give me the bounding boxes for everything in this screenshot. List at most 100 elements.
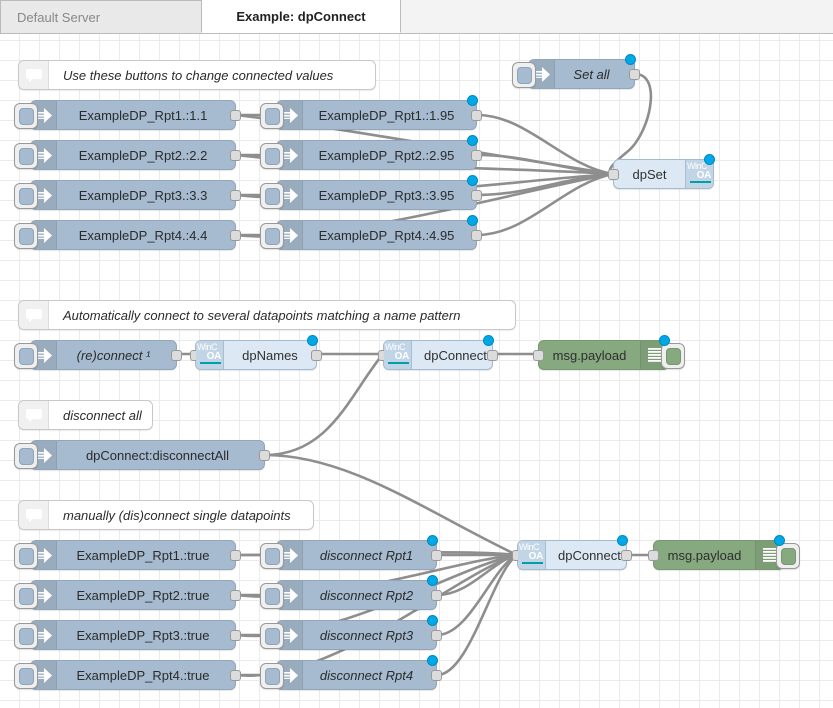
output-port[interactable] [431,590,442,601]
inject-trigger-button[interactable] [260,663,284,689]
output-port[interactable] [431,630,442,641]
inject-trigger-button[interactable] [14,343,38,369]
node-label: dpConnect [424,347,487,363]
inject-node-rpt2-value[interactable]: ExampleDP_Rpt2.:2.2 [14,140,241,170]
debug-node-top[interactable]: msg.payload [533,335,685,370]
wincc-oa-node-dpconnect-top[interactable]: WinC OA dpConnect [378,335,498,370]
output-port[interactable] [431,670,442,681]
output-port[interactable] [487,350,498,361]
output-port[interactable] [171,350,182,361]
status-dot [427,575,438,586]
input-port[interactable] [648,550,659,561]
inject-node-rpt3-true[interactable]: ExampleDP_Rpt3.:true [14,620,241,650]
comment-node-use-buttons[interactable]: Use these buttons to change connected va… [18,60,376,90]
input-port[interactable] [533,350,544,361]
output-port[interactable] [471,110,482,121]
inject-trigger-button[interactable] [14,543,38,569]
debug-toggle-button[interactable] [661,343,685,369]
output-port[interactable] [230,150,241,161]
inject-trigger-button[interactable] [260,623,284,649]
output-port[interactable] [230,670,241,681]
node-label: disconnect Rpt4 [319,667,414,683]
inject-button-pad [18,187,34,205]
inject-node-rpt4-value[interactable]: ExampleDP_Rpt4.:4.4 [14,220,241,250]
debug-node-bottom[interactable]: msg.payload [648,535,800,570]
inject-trigger-button[interactable] [260,543,284,569]
inject-button-pad [264,587,280,605]
inject-node-rpt2-value-95[interactable]: ExampleDP_Rpt2.:2.95 [260,135,482,170]
wincc-oa-node-dpconnect-bottom[interactable]: WinC OA dpConnect [512,535,632,570]
inject-node-disconnect-rpt1[interactable]: disconnect Rpt1 [260,535,442,570]
wincc-oa-icon: WinC OA [384,341,412,369]
inject-node-disconnect-rpt3[interactable]: disconnect Rpt3 [260,615,442,650]
wincc-oa-icon-top: WinC [385,342,406,352]
inject-trigger-button[interactable] [14,583,38,609]
node-label: ExampleDP_Rpt4.:true [76,667,210,683]
inject-trigger-button[interactable] [260,143,284,169]
tab-default-server[interactable]: Default Server [0,0,202,33]
wire-j2-dpset [475,153,615,176]
wincc-oa-icon-bottom: OA [696,170,712,181]
inject-button-pad [264,627,280,645]
inject-trigger-button[interactable] [512,62,536,88]
output-port[interactable] [471,190,482,201]
inject-node-rpt1-true[interactable]: ExampleDP_Rpt1.:true [14,540,241,570]
wincc-oa-node-dpnames[interactable]: WinC OA dpNames [190,335,322,370]
inject-node-set-all[interactable]: Set all [512,54,640,89]
output-port[interactable] [471,230,482,241]
output-port[interactable] [230,630,241,641]
inject-node-disconnect-rpt2[interactable]: disconnect Rpt2 [260,575,442,610]
tab-example-dpconnect[interactable]: Example: dpConnect [201,0,401,33]
output-port[interactable] [431,550,442,561]
output-port[interactable] [629,69,640,80]
inject-trigger-button[interactable] [260,103,284,129]
output-port[interactable] [230,550,241,561]
comment-bubble-icon [19,401,49,429]
wincc-oa-icon-bar [522,562,543,564]
output-port[interactable] [230,230,241,241]
inject-node-disconnect-rpt4[interactable]: disconnect Rpt4 [260,655,442,690]
inject-trigger-button[interactable] [14,143,38,169]
inject-node-reconnect[interactable]: (re)connect ¹ [14,340,182,370]
output-port[interactable] [230,590,241,601]
inject-trigger-button[interactable] [14,103,38,129]
node-label: ExampleDP_Rpt4.:4.95 [318,227,455,243]
inject-trigger-button[interactable] [14,623,38,649]
inject-node-rpt3-value-95[interactable]: ExampleDP_Rpt3.:3.95 [260,175,482,210]
inject-trigger-button[interactable] [14,223,38,249]
inject-trigger-button[interactable] [14,443,38,469]
inject-trigger-button[interactable] [260,183,284,209]
inject-trigger-button[interactable] [260,583,284,609]
inject-node-rpt4-true[interactable]: ExampleDP_Rpt4.:true [14,660,241,690]
inject-button-pad [18,347,34,365]
node-label: ExampleDP_Rpt3.:3.95 [318,187,455,203]
debug-toggle-button[interactable] [776,543,800,569]
comment-node-auto-connect[interactable]: Automatically connect to several datapoi… [18,300,516,330]
node-label: msg.payload [667,547,742,563]
inject-node-rpt2-true[interactable]: ExampleDP_Rpt2.:true [14,580,241,610]
inject-trigger-button[interactable] [260,223,284,249]
status-dot [625,54,636,65]
comment-node-disconnect-all[interactable]: disconnect all [18,400,153,430]
wincc-oa-node-dpset[interactable]: dpSet WinC OA [608,154,715,189]
output-port[interactable] [621,550,632,561]
wincc-oa-icon-bar [200,362,221,364]
inject-node-rpt4-value-95[interactable]: ExampleDP_Rpt4.:4.95 [260,215,482,250]
inject-button-pad [264,227,280,245]
wire-d4-dpc2 [435,553,519,677]
inject-node-rpt3-value[interactable]: ExampleDP_Rpt3.:3.3 [14,180,241,210]
inject-node-rpt1-value[interactable]: ExampleDP_Rpt1.:1.1 [14,100,241,130]
output-port[interactable] [311,350,322,361]
inject-trigger-button[interactable] [14,663,38,689]
output-port[interactable] [230,110,241,121]
flow-canvas[interactable]: Use these buttons to change connected va… [0,34,833,708]
comment-node-manual-connect[interactable]: manually (dis)connect single datapoints [18,500,314,530]
inject-trigger-button[interactable] [14,183,38,209]
node-label: ExampleDP_Rpt2.:2.2 [78,147,208,163]
input-port[interactable] [608,169,619,180]
output-port[interactable] [230,190,241,201]
inject-node-rpt1-value-95[interactable]: ExampleDP_Rpt1.:1.95 [260,95,482,130]
output-port[interactable] [471,150,482,161]
inject-node-disconnect-all[interactable]: dpConnect:disconnectAll [14,440,270,470]
output-port[interactable] [259,450,270,461]
